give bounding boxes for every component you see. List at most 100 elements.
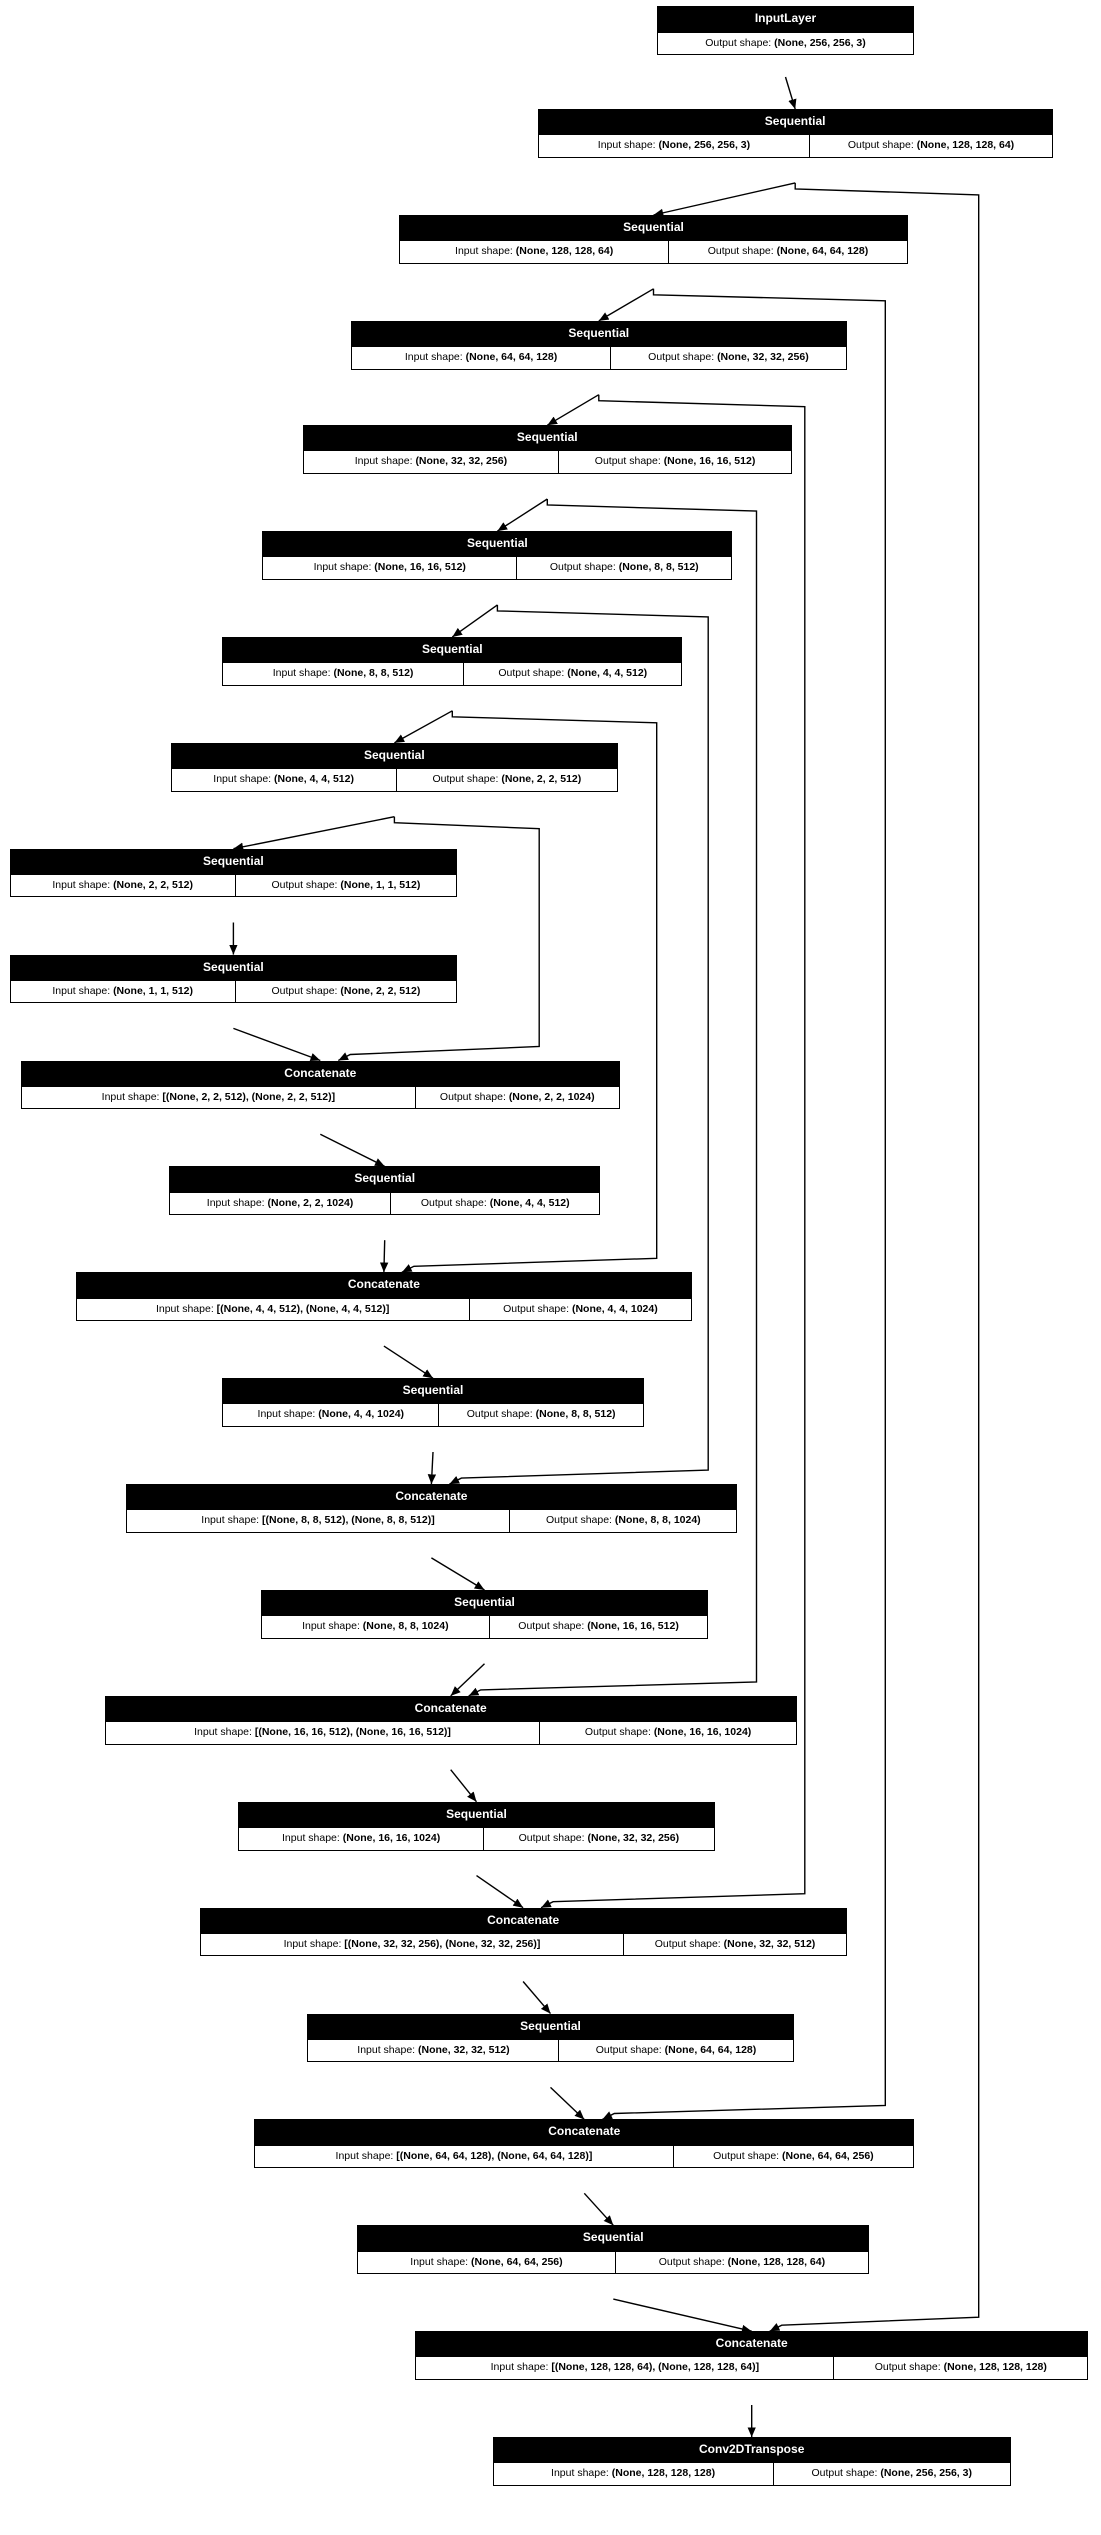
node-shape-row: Input shape: (None, 128, 128, 128)Output… — [493, 2462, 1010, 2485]
input-shape-value: [(None, 2, 2, 512), (None, 2, 2, 512)] — [162, 1090, 336, 1103]
node-input-shape: Input shape: [(None, 2, 2, 512), (None, … — [22, 1087, 415, 1109]
node-output-shape: Output shape: (None, 128, 128, 128) — [833, 2357, 1087, 2379]
input-shape-value: (None, 64, 64, 256) — [471, 2255, 563, 2268]
graph-edge — [550, 2086, 585, 2121]
node-output-shape: Output shape: (None, 8, 8, 1024) — [509, 1510, 736, 1532]
output-shape-value: (None, 64, 64, 128) — [776, 245, 869, 258]
output-shape-label: Output shape: — [707, 245, 774, 258]
node-output-shape: Output shape: (None, 64, 64, 128) — [668, 241, 907, 263]
input-shape-label: Input shape: — [597, 139, 656, 152]
node-output-shape: Output shape: (None, 16, 16, 512) — [558, 451, 791, 473]
output-shape-value: (None, 2, 2, 512) — [340, 984, 421, 997]
node-shape-row: Input shape: [(None, 32, 32, 256), (None… — [200, 1932, 846, 1956]
graph-edge — [427, 1451, 437, 1485]
input-shape-label: Input shape: — [213, 773, 272, 786]
graph-edge — [383, 1345, 434, 1379]
output-shape-value: (None, 4, 4, 512) — [489, 1196, 570, 1209]
graph-edge — [319, 1133, 386, 1168]
input-shape-value: (None, 256, 256, 3) — [658, 139, 751, 152]
node-input-shape: Input shape: [(None, 64, 64, 128), (None… — [255, 2146, 672, 2168]
output-shape-value: (None, 8, 8, 1024) — [614, 1514, 701, 1527]
node-shape-row: Input shape: (None, 64, 64, 128)Output s… — [351, 346, 846, 369]
node-title: Concatenate — [21, 1061, 619, 1086]
input-shape-label: Input shape: — [313, 561, 372, 574]
output-shape-label: Output shape: — [648, 351, 715, 364]
input-shape-label: Input shape: — [283, 1937, 342, 1950]
node-input-shape: Input shape: (None, 4, 4, 512) — [172, 769, 396, 791]
node-shape-row: Input shape: (None, 8, 8, 1024)Output sh… — [261, 1615, 708, 1638]
graph-edge — [546, 394, 600, 426]
output-shape-value: (None, 32, 32, 512) — [723, 1937, 816, 1950]
input-shape-label: Input shape: — [490, 2361, 549, 2374]
node-input-shape: Input shape: (None, 32, 32, 256) — [304, 451, 559, 473]
input-shape-label: Input shape: — [52, 984, 111, 997]
node-output-shape: Output shape: (None, 4, 4, 1024) — [468, 1298, 691, 1321]
output-shape-label: Output shape: — [705, 36, 772, 49]
input-shape-value: (None, 32, 32, 512) — [418, 2043, 510, 2056]
node-title: Sequential — [263, 532, 732, 557]
node-output-shape: Output shape: (None, 4, 4, 512) — [390, 1192, 599, 1215]
input-shape-value: (None, 128, 128, 128) — [611, 2467, 716, 2480]
node-input-shape: Input shape: (None, 4, 4, 1024) — [223, 1404, 438, 1426]
graph-edge — [394, 710, 453, 744]
input-shape-label: Input shape: — [455, 245, 513, 258]
output-shape-value: (None, 4, 4, 512) — [567, 667, 648, 680]
node-title: Sequential — [10, 849, 457, 874]
output-shape-value: (None, 256, 256, 3) — [880, 2467, 972, 2480]
node-input-shape: Input shape: (None, 2, 2, 512) — [11, 875, 235, 897]
output-shape-label: Output shape: — [546, 1514, 612, 1527]
node-title: Sequential — [223, 637, 682, 663]
output-shape-label: Output shape: — [549, 561, 616, 574]
node-input-shape: Input shape: [(None, 128, 128, 64), (Non… — [416, 2357, 833, 2379]
node-output-shape: Output shape: (None, 128, 128, 64) — [614, 2251, 869, 2274]
node-output-shape: Output shape: (None, 32, 32, 256) — [610, 347, 845, 369]
node-shape-row: Input shape: (None, 4, 4, 512)Output sha… — [171, 768, 618, 791]
output-shape-value: (None, 64, 64, 256) — [782, 2149, 874, 2162]
input-shape-label: Input shape: — [194, 1726, 252, 1739]
node-output-shape: Output shape: (None, 32, 32, 512) — [623, 1933, 845, 1956]
node-shape-row: Input shape: (None, 32, 32, 512)Output s… — [308, 2038, 793, 2062]
node-output-shape: Output shape: (None, 2, 2, 1024) — [414, 1086, 619, 1109]
input-shape-value: [(None, 4, 4, 512), (None, 4, 4, 512)] — [216, 1302, 390, 1315]
output-shape-value: (None, 4, 4, 1024) — [571, 1302, 658, 1315]
node-output-shape: Output shape: (None, 256, 256, 3) — [658, 33, 914, 55]
input-shape-label: Input shape: — [551, 2467, 609, 2480]
node-title: Sequential — [170, 1167, 600, 1192]
graph-edge — [450, 1663, 485, 1697]
node-shape-row: Input shape: (None, 32, 32, 256)Output s… — [303, 450, 791, 473]
node-input-shape: Input shape: (None, 128, 128, 128) — [494, 2463, 773, 2485]
node-shape-row: Input shape: [(None, 64, 64, 128), (None… — [255, 2144, 914, 2168]
node-output-shape: Output shape: (None, 16, 16, 512) — [488, 1616, 707, 1638]
output-shape-value: (None, 8, 8, 512) — [618, 561, 699, 574]
input-shape-label: Input shape: — [335, 2149, 394, 2162]
node-input-shape: Input shape: [(None, 8, 8, 512), (None, … — [127, 1510, 510, 1532]
node-input-shape: Input shape: (None, 16, 16, 1024) — [239, 1828, 483, 1850]
graph-edge — [233, 1027, 321, 1062]
input-shape-value: (None, 8, 8, 512) — [333, 667, 414, 680]
node-shape-row: Input shape: (None, 64, 64, 256)Output s… — [358, 2250, 869, 2274]
input-shape-value: (None, 8, 8, 1024) — [362, 1620, 449, 1633]
input-shape-label: Input shape: — [201, 1514, 260, 1527]
node-input-shape: Input shape: (None, 256, 256, 3) — [539, 135, 810, 157]
node-shape-row: Input shape: (None, 2, 2, 512)Output sha… — [10, 873, 457, 897]
node-title: Concatenate — [416, 2332, 1088, 2357]
graph-edge — [653, 182, 796, 217]
node-output-shape: Output shape: (None, 2, 2, 512) — [234, 980, 456, 1003]
node-input-shape: Input shape: (None, 1, 1, 512) — [11, 981, 235, 1003]
input-shape-value: (None, 64, 64, 128) — [465, 351, 558, 364]
input-shape-label: Input shape: — [354, 455, 413, 468]
node-title: Conv2DTranspose — [493, 2438, 1010, 2463]
input-shape-label: Input shape: — [101, 1090, 160, 1103]
graph-edge — [476, 1875, 524, 1909]
input-shape-value: [(None, 16, 16, 512), (None, 16, 16, 512… — [254, 1726, 451, 1739]
